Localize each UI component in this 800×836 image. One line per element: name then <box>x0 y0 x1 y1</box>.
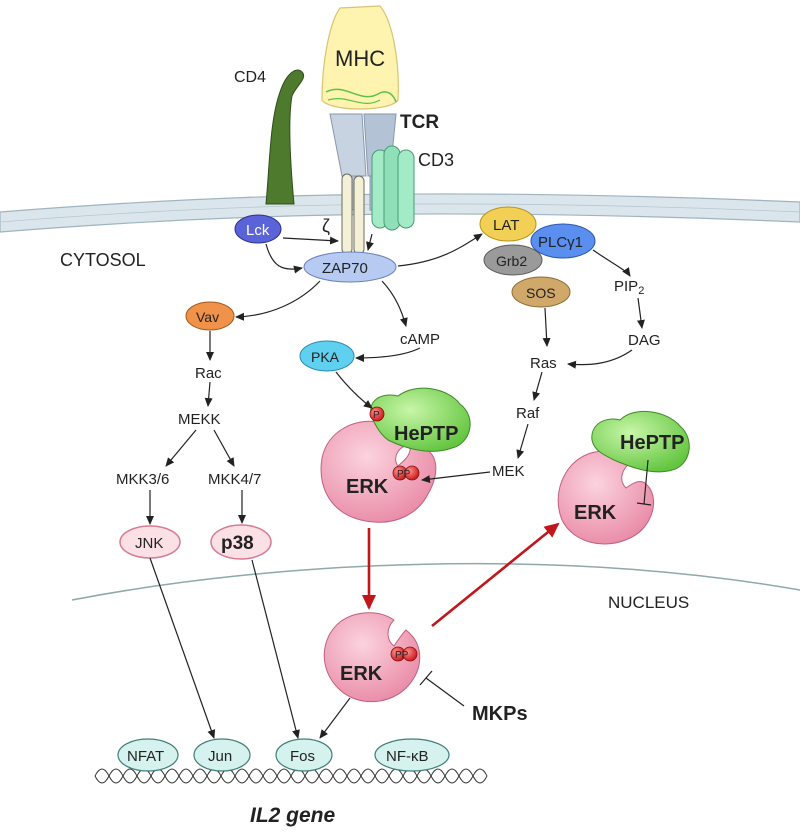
mhc-label: MHC <box>335 46 385 71</box>
inhibit-heptp-erk <box>643 459 649 505</box>
arrow-pip2-dag <box>636 297 645 329</box>
erk-nuclear <box>323 612 421 703</box>
arrow-ras-raf <box>532 371 543 401</box>
cd3-label: CD3 <box>418 150 454 170</box>
arrow-zap70-camp <box>381 280 408 327</box>
nfkb-node <box>374 738 450 772</box>
phospho-pp-nuc-2 <box>402 646 418 662</box>
erk-left-label: ERK <box>346 476 389 498</box>
nucleus-label: NUCLEUS <box>608 593 689 612</box>
tcr-label: TCR <box>400 112 439 133</box>
arrow-zap70-vav <box>235 280 321 321</box>
mek-label: MEK <box>492 463 525 480</box>
mkk47-label: MKK4/7 <box>208 471 261 488</box>
inhibition-lines <box>419 459 652 707</box>
lat-node <box>479 206 537 242</box>
arrow-camp-pka <box>355 347 421 362</box>
arrow-rac-mekk <box>204 381 213 407</box>
plc-label: PLCγ1 <box>538 234 583 251</box>
jnk-label: JNK <box>135 535 163 552</box>
cytosol-label: CYTOSOL <box>60 250 146 270</box>
arrow-plc-pip2 <box>592 249 631 277</box>
zeta-label: ζ <box>322 216 330 236</box>
arrow-p38-fos <box>251 559 300 739</box>
heptp-left-label: HePTP <box>394 423 458 445</box>
nfat-label: NFAT <box>127 748 164 765</box>
nuclear-membrane <box>71 562 800 601</box>
grb2-label: Grb2 <box>496 253 527 269</box>
mhc-molecule <box>321 5 399 110</box>
jun-label: Jun <box>208 748 232 765</box>
jun-node <box>193 738 251 772</box>
pip2-label: PIP2 <box>614 278 644 297</box>
zap70-node <box>303 251 397 283</box>
lck-node <box>234 214 282 244</box>
nfat-node <box>117 738 179 772</box>
sos-node <box>511 276 571 308</box>
fos-node <box>275 738 333 772</box>
vav-node <box>185 301 235 331</box>
p38-node <box>210 524 272 560</box>
raf-label: Raf <box>516 405 540 422</box>
zap70-label: ZAP70 <box>322 260 368 277</box>
arrow-pka-heptp <box>335 371 373 409</box>
erk-heptp-complex-left <box>320 387 471 523</box>
arrow-raf-mek <box>516 423 529 459</box>
erk-heptp-complex-right <box>557 410 690 545</box>
lck-label: Lck <box>246 222 270 239</box>
phospho-pp-left-label: PP <box>397 469 411 480</box>
erk-right-label: ERK <box>574 502 617 524</box>
sos-label: SOS <box>526 285 556 301</box>
heptp-right-label: HePTP <box>620 432 684 454</box>
nfkb-label: NF-κB <box>386 748 429 765</box>
pka-node <box>299 340 355 372</box>
grb2-node <box>483 244 543 276</box>
vav-label: Vav <box>196 309 219 325</box>
arrow-mekk-mkk47 <box>213 429 235 467</box>
pka-label: PKA <box>311 349 340 365</box>
arrow-sos-ras <box>542 307 551 347</box>
mekk-label: MEKK <box>178 411 221 428</box>
translocation-arrows <box>362 522 560 628</box>
arrow-erk-fos <box>319 697 351 739</box>
p38-label: p38 <box>221 533 254 554</box>
arrow-lck-zap70 <box>265 243 303 274</box>
dag-label: DAG <box>628 332 661 349</box>
mkk36-label: MKK3/6 <box>116 471 169 488</box>
il2-gene-label: IL2 gene <box>250 804 336 827</box>
phospho-p-single-label: P <box>373 410 380 421</box>
cd3-molecule <box>371 145 415 231</box>
mkps-label: MKPs <box>472 703 528 725</box>
cd4-molecule <box>265 69 305 205</box>
lat-label: LAT <box>493 217 519 234</box>
plc-node <box>530 223 596 259</box>
signal-arrows <box>146 233 645 739</box>
inhibit-mkps-erk <box>425 677 465 707</box>
arrow-zap70-lat <box>397 233 483 267</box>
arrow-dag-ras <box>567 349 633 369</box>
phospho-pp-nuc-label: PP <box>395 650 409 661</box>
arrow-erk-to-cytosol <box>431 522 560 628</box>
camp-label: cAMP <box>400 331 440 348</box>
arrow-zeta-zap70 <box>366 233 374 251</box>
cd4-label: CD4 <box>234 69 266 86</box>
ras-label: Ras <box>530 355 557 372</box>
fos-label: Fos <box>290 748 315 765</box>
phospho-p-single <box>369 406 385 422</box>
rac-label: Rac <box>195 365 222 382</box>
arrow-lck-zeta <box>282 236 339 245</box>
arrow-jnk-jun <box>149 557 216 739</box>
zeta-chain <box>341 173 365 255</box>
phospho-pp-left-2 <box>404 465 420 481</box>
arrow-mekk-mkk36 <box>165 429 197 467</box>
arrow-mek-erk <box>421 471 491 484</box>
erk-nuclear-label: ERK <box>340 663 383 685</box>
